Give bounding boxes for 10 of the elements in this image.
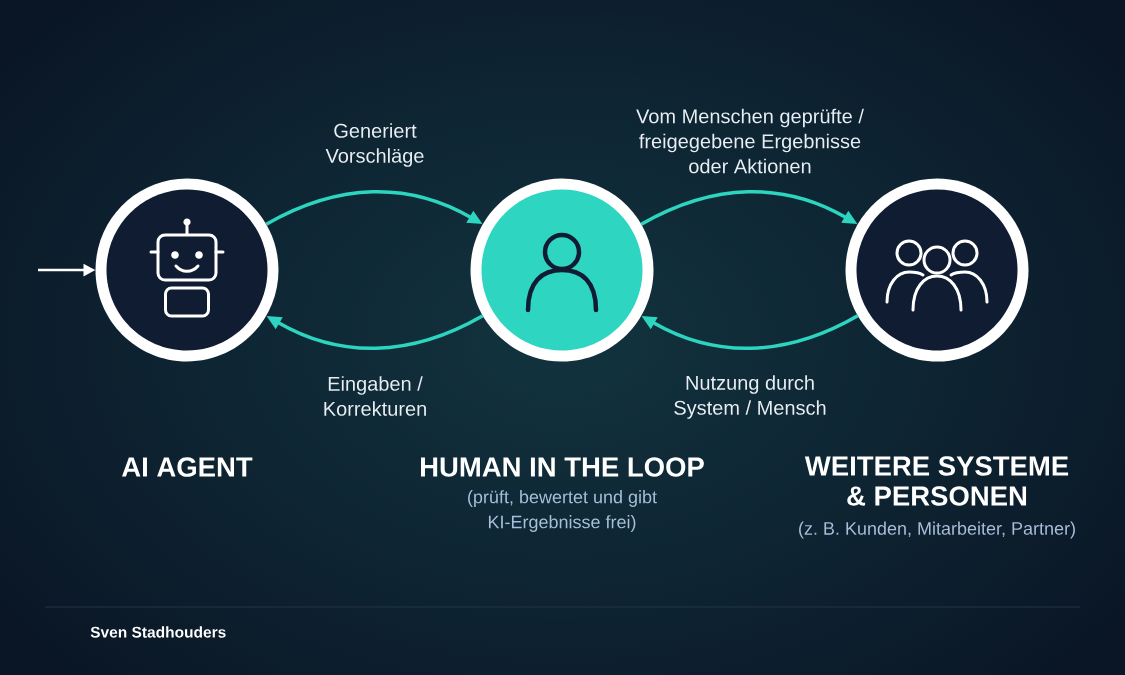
edge-label: Nutzung durch System / Mensch (674, 375, 826, 419)
author-name: Sven Stadhouders (90, 626, 226, 638)
node-heading: HUMAN IN THE LOOP (421, 457, 704, 477)
node-heading: WEITERE SYSTEME & PERSONEN (804, 456, 1069, 506)
edge-label: Generiert Vorschläge (325, 123, 424, 167)
edge-label: Eingaben / Korrekturen (324, 376, 426, 416)
node-heading: AI AGENT (122, 457, 253, 477)
subtitle-text: (z. B. Kunden, Mitarbeiter, Partner) (799, 521, 1075, 539)
subtitle-text: (prüft, bewertet und gibt KI-Ergebnisse frei) (468, 490, 657, 532)
edge-label: Vom Menschen geprüfte / freigegebene Ergebnisse oder Aktionen (636, 108, 864, 174)
